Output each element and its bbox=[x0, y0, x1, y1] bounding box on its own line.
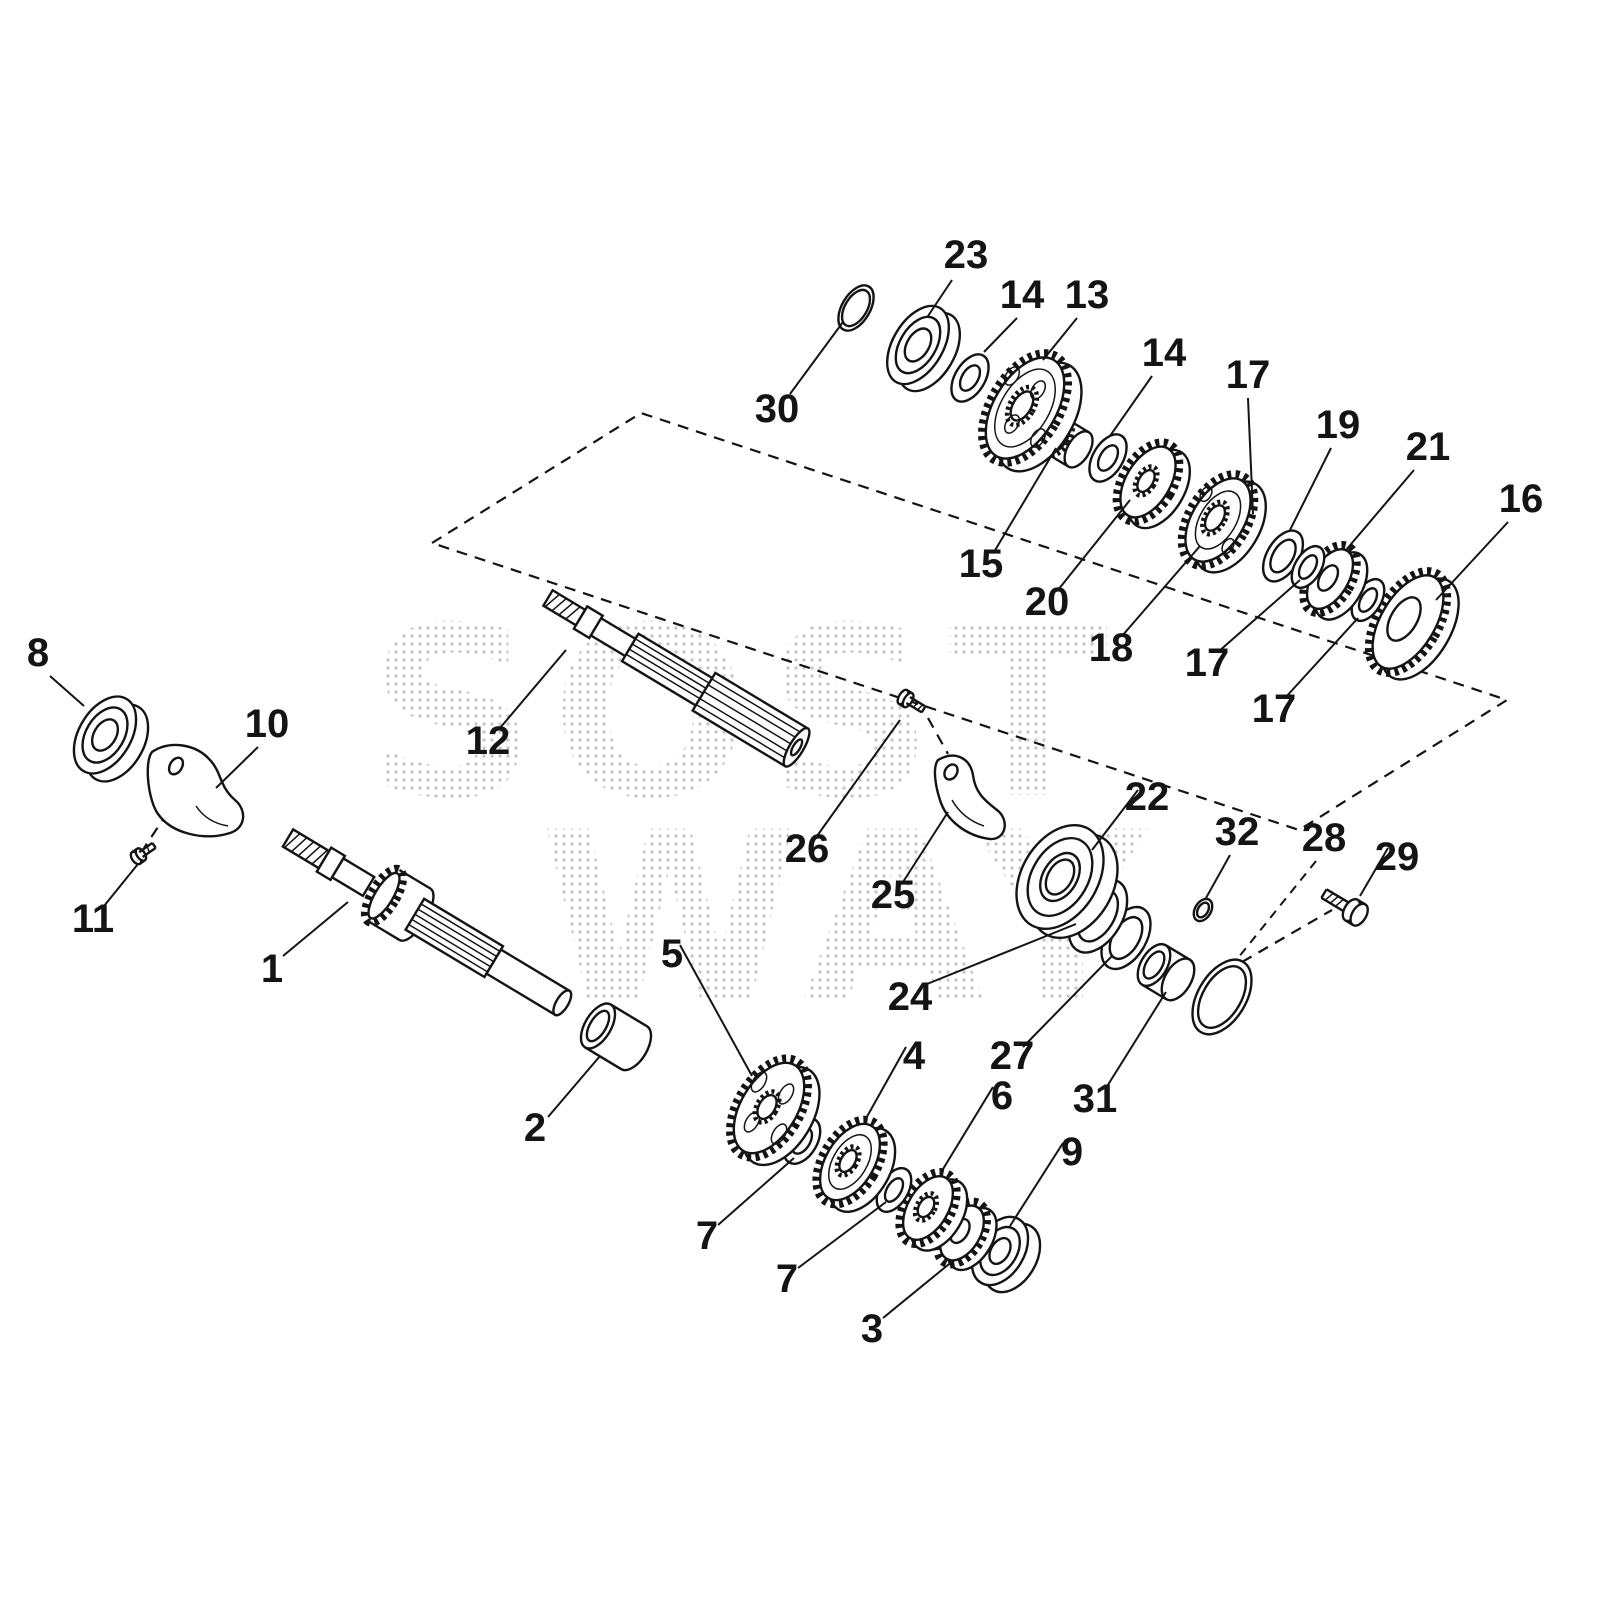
part-8-bearing bbox=[72, 695, 150, 783]
watermark: SOST WAY bbox=[368, 578, 1146, 1056]
callout-8: 8 bbox=[27, 631, 49, 675]
part-18-gear bbox=[1177, 470, 1267, 574]
callout-19: 19 bbox=[1316, 403, 1361, 447]
callout-24: 24 bbox=[888, 975, 933, 1019]
callout-32: 32 bbox=[1215, 810, 1260, 854]
callout-6: 6 bbox=[991, 1074, 1013, 1118]
callout-21: 21 bbox=[1406, 425, 1451, 469]
part-1-input-shaft bbox=[281, 827, 573, 1017]
callout-4: 4 bbox=[903, 1034, 926, 1078]
part-14-washer-b bbox=[1088, 433, 1128, 483]
callout-7b: 7 bbox=[776, 1257, 798, 1301]
callout-7a: 7 bbox=[696, 1214, 718, 1258]
callout-28: 28 bbox=[1302, 816, 1347, 860]
callout-2: 2 bbox=[524, 1106, 546, 1150]
part-11-screw bbox=[129, 841, 157, 866]
callout-31: 31 bbox=[1073, 1077, 1118, 1121]
callout-25: 25 bbox=[871, 873, 916, 917]
callout-17a: 17 bbox=[1226, 353, 1271, 397]
callout-15: 15 bbox=[959, 542, 1004, 586]
part-2-bushing bbox=[579, 1002, 653, 1072]
part-23-bearing bbox=[885, 304, 962, 393]
part-26-screw bbox=[896, 688, 927, 714]
callout-5: 5 bbox=[661, 932, 683, 976]
part-25-retainer-plate bbox=[933, 754, 1006, 841]
leader-lines bbox=[49, 279, 1509, 1319]
part-29-bolt bbox=[1320, 888, 1369, 927]
part-13-gear bbox=[978, 349, 1083, 473]
callout-10: 10 bbox=[245, 702, 290, 746]
callout-17b: 17 bbox=[1185, 641, 1230, 685]
part-17-thrust-washer-b bbox=[1290, 544, 1326, 590]
callout-11: 11 bbox=[72, 897, 114, 941]
part-12-main-shaft bbox=[541, 588, 811, 768]
callout-27: 27 bbox=[990, 1034, 1035, 1078]
callout-13: 13 bbox=[1065, 273, 1110, 317]
part-10-retainer-plate bbox=[146, 743, 245, 838]
callout-labels: 23 14 13 30 14 17 19 21 16 15 20 18 17 1… bbox=[27, 233, 1543, 1351]
part-20-gear bbox=[1112, 438, 1192, 530]
part-16-drive-plate bbox=[1364, 567, 1460, 681]
callout-16: 16 bbox=[1499, 477, 1544, 521]
part-4-gear bbox=[812, 1115, 897, 1214]
callout-29: 29 bbox=[1375, 835, 1420, 879]
callout-23: 23 bbox=[944, 233, 989, 277]
part-5-gear bbox=[726, 1054, 821, 1167]
callout-20: 20 bbox=[1025, 580, 1070, 624]
callout-14b: 14 bbox=[1142, 331, 1187, 375]
part-22-bearing bbox=[1015, 823, 1119, 940]
callout-18: 18 bbox=[1089, 626, 1134, 670]
part-32-clip bbox=[1192, 897, 1214, 923]
part-30-snap-ring bbox=[837, 284, 875, 332]
callout-3: 3 bbox=[861, 1307, 883, 1351]
callout-22: 22 bbox=[1125, 775, 1170, 819]
callout-14a: 14 bbox=[1000, 273, 1045, 317]
part-14-washer-a bbox=[950, 353, 990, 403]
part-6-gear bbox=[895, 1168, 969, 1252]
callout-30: 30 bbox=[755, 387, 800, 431]
callout-26: 26 bbox=[785, 827, 830, 871]
callout-9: 9 bbox=[1061, 1130, 1083, 1174]
callout-12: 12 bbox=[466, 719, 511, 763]
part-9-bearing bbox=[970, 1215, 1042, 1294]
part-28-seal-ring bbox=[1191, 958, 1253, 1036]
callout-17c: 17 bbox=[1252, 687, 1297, 731]
callout-1: 1 bbox=[261, 947, 283, 991]
part-31-spacer bbox=[1136, 942, 1196, 1002]
